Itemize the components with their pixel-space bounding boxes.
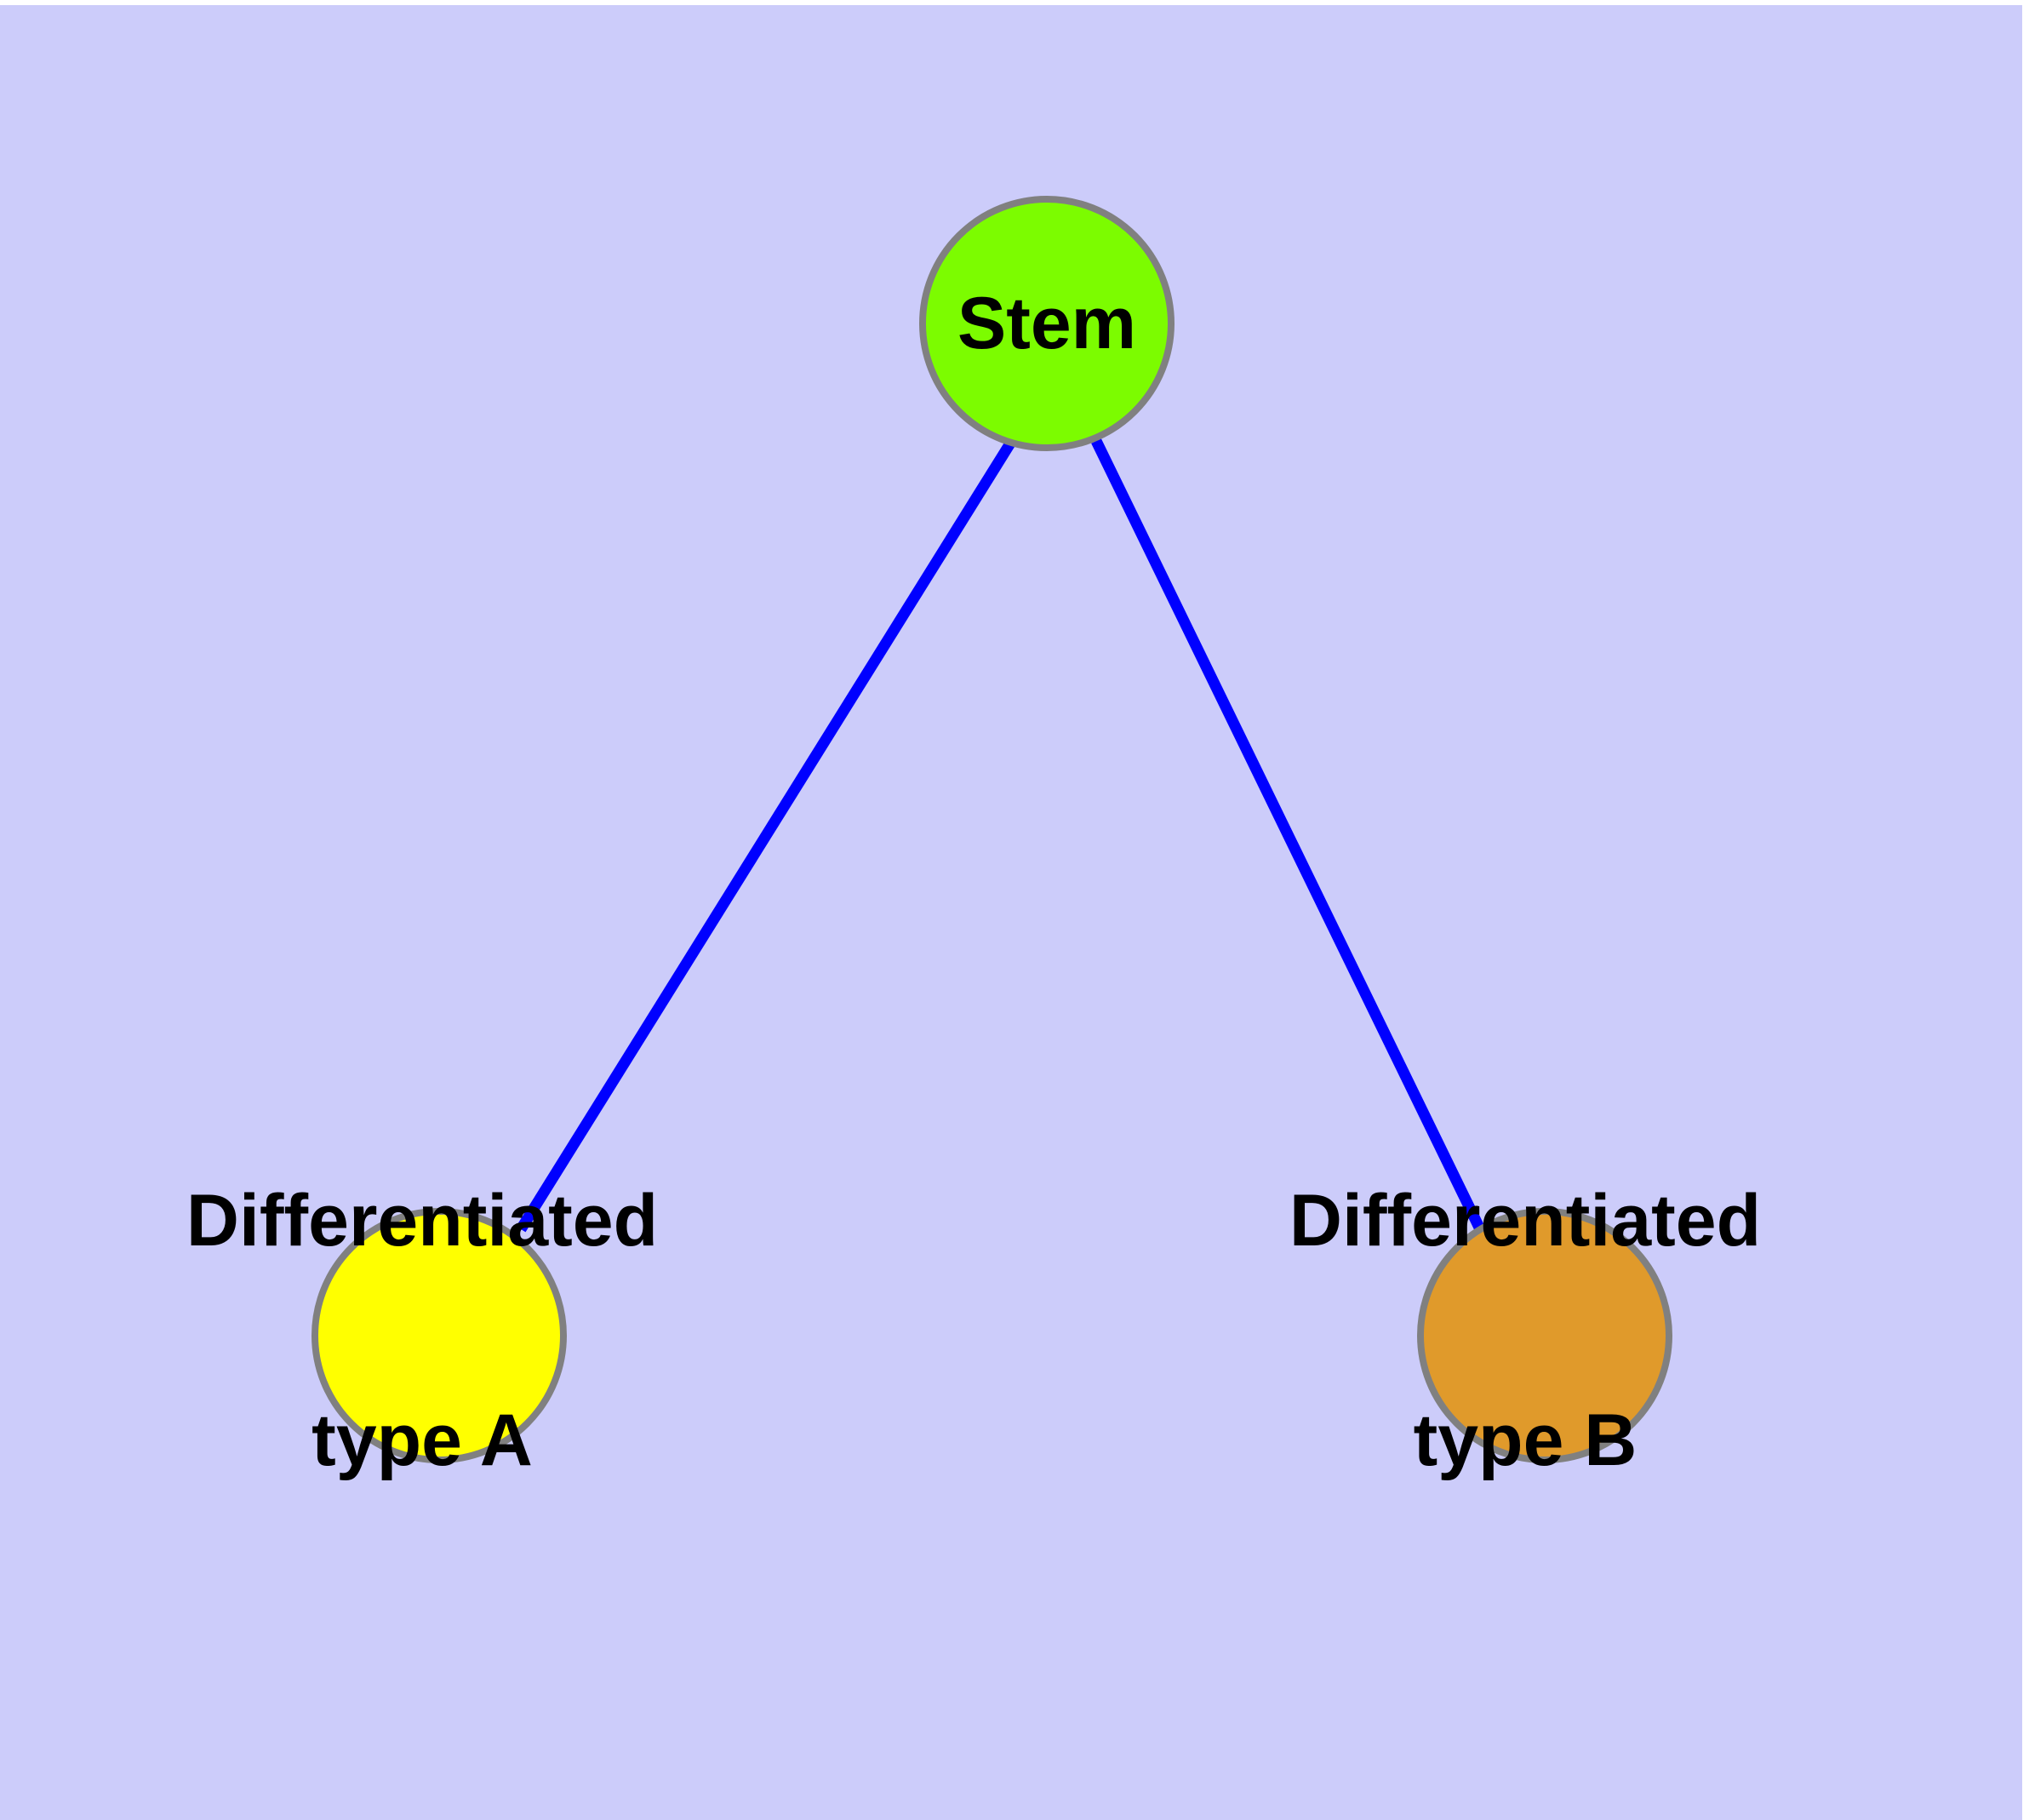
edge-stem-to-differentiated-type-a [516,436,1018,1233]
edge-stem-to-differentiated-type-b [1091,438,1486,1233]
edge-layer [516,436,1486,1233]
node-stem[interactable] [919,196,1175,451]
node-differentiated-type-b[interactable] [1417,1208,1672,1463]
diagram-plot-area: Stem Differentiated type A Differentiate… [0,5,2022,1820]
node-layer [311,196,1672,1463]
graph-svg [311,196,1672,1463]
node-differentiated-type-a[interactable] [311,1208,567,1463]
